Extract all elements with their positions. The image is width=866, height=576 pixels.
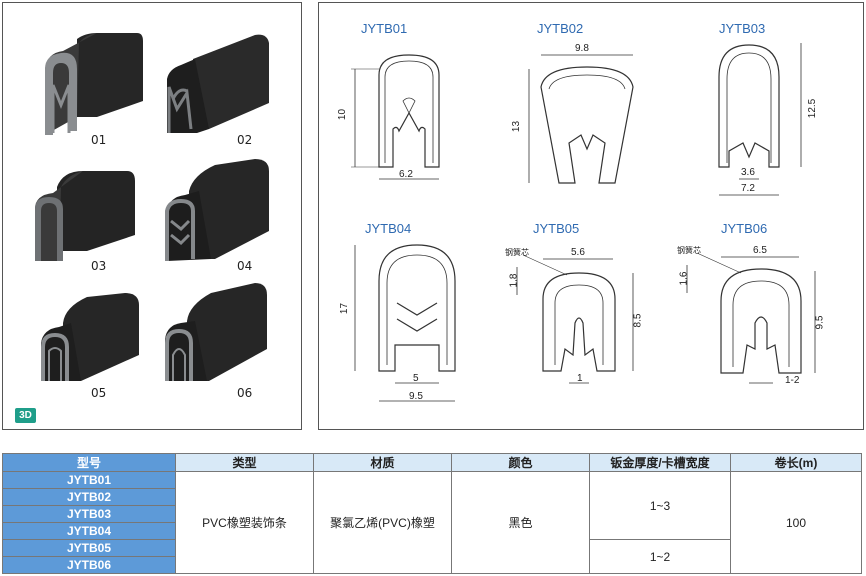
dim-label: 1.6	[678, 271, 690, 286]
table-row: JYTB01 PVC橡塑装饰条 聚氯乙烯(PVC)橡塑 黑色 1~3 100	[2, 471, 862, 574]
material-cell: 聚氯乙烯(PVC)橡塑	[313, 471, 452, 574]
roll-length-cell: 100	[730, 471, 862, 574]
header-color: 颜色	[451, 453, 590, 472]
model-cell: JYTB03	[2, 505, 176, 523]
table-header-row: 型号 类型 材质 颜色 钣金厚度/卡槽宽度 卷长(m)	[2, 453, 862, 472]
drawing-title: JYTB06	[721, 221, 768, 236]
model-cell: JYTB04	[2, 522, 176, 540]
model-cell: JYTB02	[2, 488, 176, 506]
drawing-title: JYTB02	[537, 21, 584, 36]
3d-badge: 3D	[15, 408, 36, 423]
drawing-jytb05: JYTB05 钢簧芯 5.6 1.8 8.5 1	[503, 215, 663, 415]
photo-panel: 01 02 03 04	[2, 2, 302, 430]
drawing-panel: JYTB01 10 6.2 JYTB02 9.8 13 JYTB03	[318, 2, 864, 430]
table-row: JYTB04	[2, 522, 862, 540]
photo-label: 02	[237, 133, 253, 147]
header-type: 类型	[175, 453, 314, 472]
dim-label: 6.2	[399, 169, 413, 180]
model-cell: JYTB06	[2, 556, 176, 574]
drawing-title: JYTB01	[361, 21, 408, 36]
model-cell: JYTB05	[2, 539, 176, 557]
drawing-jytb02: JYTB02 9.8 13	[507, 17, 657, 197]
table-row: JYTB06	[2, 556, 862, 574]
drawing-jytb06: JYTB06 钢簧芯 6.5 1.6 9.5 1-2	[675, 215, 845, 415]
dim-label: 7.2	[741, 183, 755, 194]
photo-label: 06	[237, 386, 253, 400]
drawing-jytb04: JYTB04 17 5 9.5	[339, 215, 489, 415]
dim-label: 1	[577, 373, 583, 384]
steel-core-label: 钢簧芯	[677, 246, 701, 255]
dim-label: 1-2	[785, 375, 800, 386]
steel-core-label: 钢簧芯	[505, 248, 529, 257]
dim-label: 9.5	[409, 391, 423, 402]
dim-label: 8.5	[632, 313, 644, 328]
header-thickness: 钣金厚度/卡槽宽度	[589, 453, 731, 472]
dim-label: 17	[339, 302, 351, 315]
drawing-title: JYTB05	[533, 221, 580, 236]
table-row: JYTB02	[2, 488, 862, 506]
photo-04	[159, 155, 289, 273]
dim-label: 10	[337, 108, 349, 121]
photo-label: 04	[237, 259, 253, 273]
photo-label: 05	[91, 386, 107, 400]
spec-table: 型号 类型 材质 颜色 钣金厚度/卡槽宽度 卷长(m) JYTB01 PVC橡塑…	[2, 453, 862, 574]
header-material: 材质	[313, 453, 452, 472]
photo-label: 03	[91, 259, 107, 273]
dim-label: 9.8	[575, 43, 589, 54]
table-row: JYTB05 1~2	[2, 539, 862, 574]
model-cell: JYTB01	[2, 471, 176, 489]
header-roll-length: 卷长(m)	[730, 453, 862, 472]
thickness-cell: 1~2	[589, 539, 731, 574]
type-cell: PVC橡塑装饰条	[175, 471, 314, 574]
dim-label: 5	[413, 373, 419, 384]
dim-label: 1.8	[508, 273, 520, 288]
dim-label: 5.6	[571, 247, 585, 258]
dim-label: 9.5	[814, 315, 826, 330]
photo-05	[35, 289, 165, 407]
photo-03	[27, 165, 157, 283]
photo-label: 01	[91, 133, 107, 147]
photo-02	[163, 29, 293, 147]
drawing-title: JYTB03	[719, 21, 766, 36]
photo-01	[37, 29, 167, 147]
dim-label: 6.5	[753, 245, 767, 256]
dim-label: 12.5	[807, 98, 819, 119]
header-model: 型号	[2, 453, 176, 472]
dim-label: 13	[511, 120, 523, 133]
table-row: JYTB03	[2, 505, 862, 523]
thickness-cell: 1~3	[589, 471, 731, 540]
dim-label: 3.6	[741, 167, 755, 178]
color-cell: 黑色	[451, 471, 590, 574]
photo-06	[159, 277, 289, 395]
drawing-title: JYTB04	[365, 221, 412, 236]
drawing-jytb01: JYTB01 10 6.2	[337, 17, 479, 197]
drawing-jytb03: JYTB03 12.5 3.6 7.2	[697, 17, 847, 199]
